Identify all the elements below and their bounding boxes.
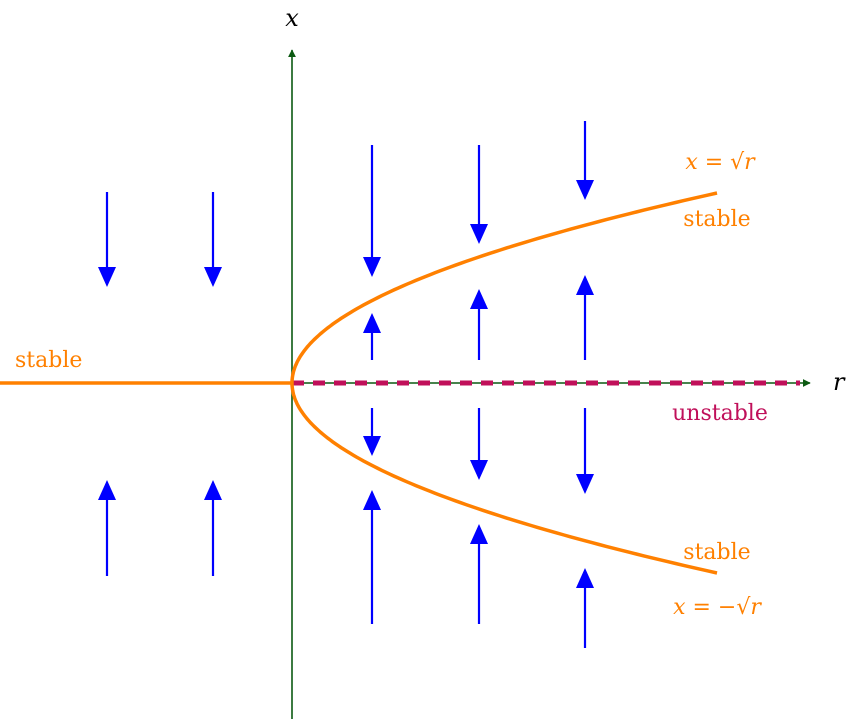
flow-arrow-up <box>204 480 222 576</box>
flow-arrow-down <box>363 145 381 277</box>
flow-arrow-up <box>363 490 381 624</box>
flow-arrow-down <box>470 408 488 480</box>
flow-arrow-down <box>470 145 488 244</box>
flow-arrow-head <box>363 257 381 277</box>
negative-r-stable-label: stable <box>15 348 82 373</box>
flow-arrow-up <box>98 480 116 576</box>
flow-arrow-up <box>576 568 594 648</box>
flow-arrow-head <box>470 524 488 544</box>
flow-arrow-head <box>98 480 116 500</box>
flow-arrow-head <box>363 436 381 456</box>
flow-arrow-head <box>470 460 488 480</box>
flow-arrow-head <box>576 180 594 200</box>
flow-arrow-up <box>576 275 594 360</box>
flow-arrow-head <box>98 267 116 287</box>
flow-arrow-head <box>363 313 381 333</box>
upper-sqrt-branch <box>290 191 718 383</box>
flow-arrow-head <box>204 480 222 500</box>
flow-arrow-head <box>204 267 222 287</box>
flow-arrow-head <box>363 490 381 510</box>
flow-arrow-head <box>576 474 594 494</box>
unstable-label: unstable <box>672 401 768 426</box>
flow-arrow-up <box>470 289 488 360</box>
flow-arrow-down <box>363 408 381 456</box>
upper-equation-label: x = √r <box>685 150 756 175</box>
flow-arrow-head <box>576 275 594 295</box>
flow-arrow-down <box>98 192 116 287</box>
flow-arrow-head <box>470 224 488 244</box>
lower-sqrt-branch <box>290 383 718 575</box>
lower-stable-label: stable <box>683 540 750 565</box>
x-axis-label: x <box>285 4 299 32</box>
flow-arrow-down <box>204 192 222 287</box>
flow-arrow-down <box>576 121 594 200</box>
flow-arrow-up <box>470 524 488 624</box>
flow-arrow-up <box>363 313 381 360</box>
flow-arrow-head <box>576 568 594 588</box>
upper-stable-label: stable <box>683 207 750 232</box>
lower-equation-label: x = −√r <box>673 595 762 620</box>
r-axis-label: r <box>833 368 846 396</box>
flow-arrow-down <box>576 408 594 494</box>
flow-arrow-head <box>470 289 488 309</box>
flow-arrows <box>98 121 594 648</box>
